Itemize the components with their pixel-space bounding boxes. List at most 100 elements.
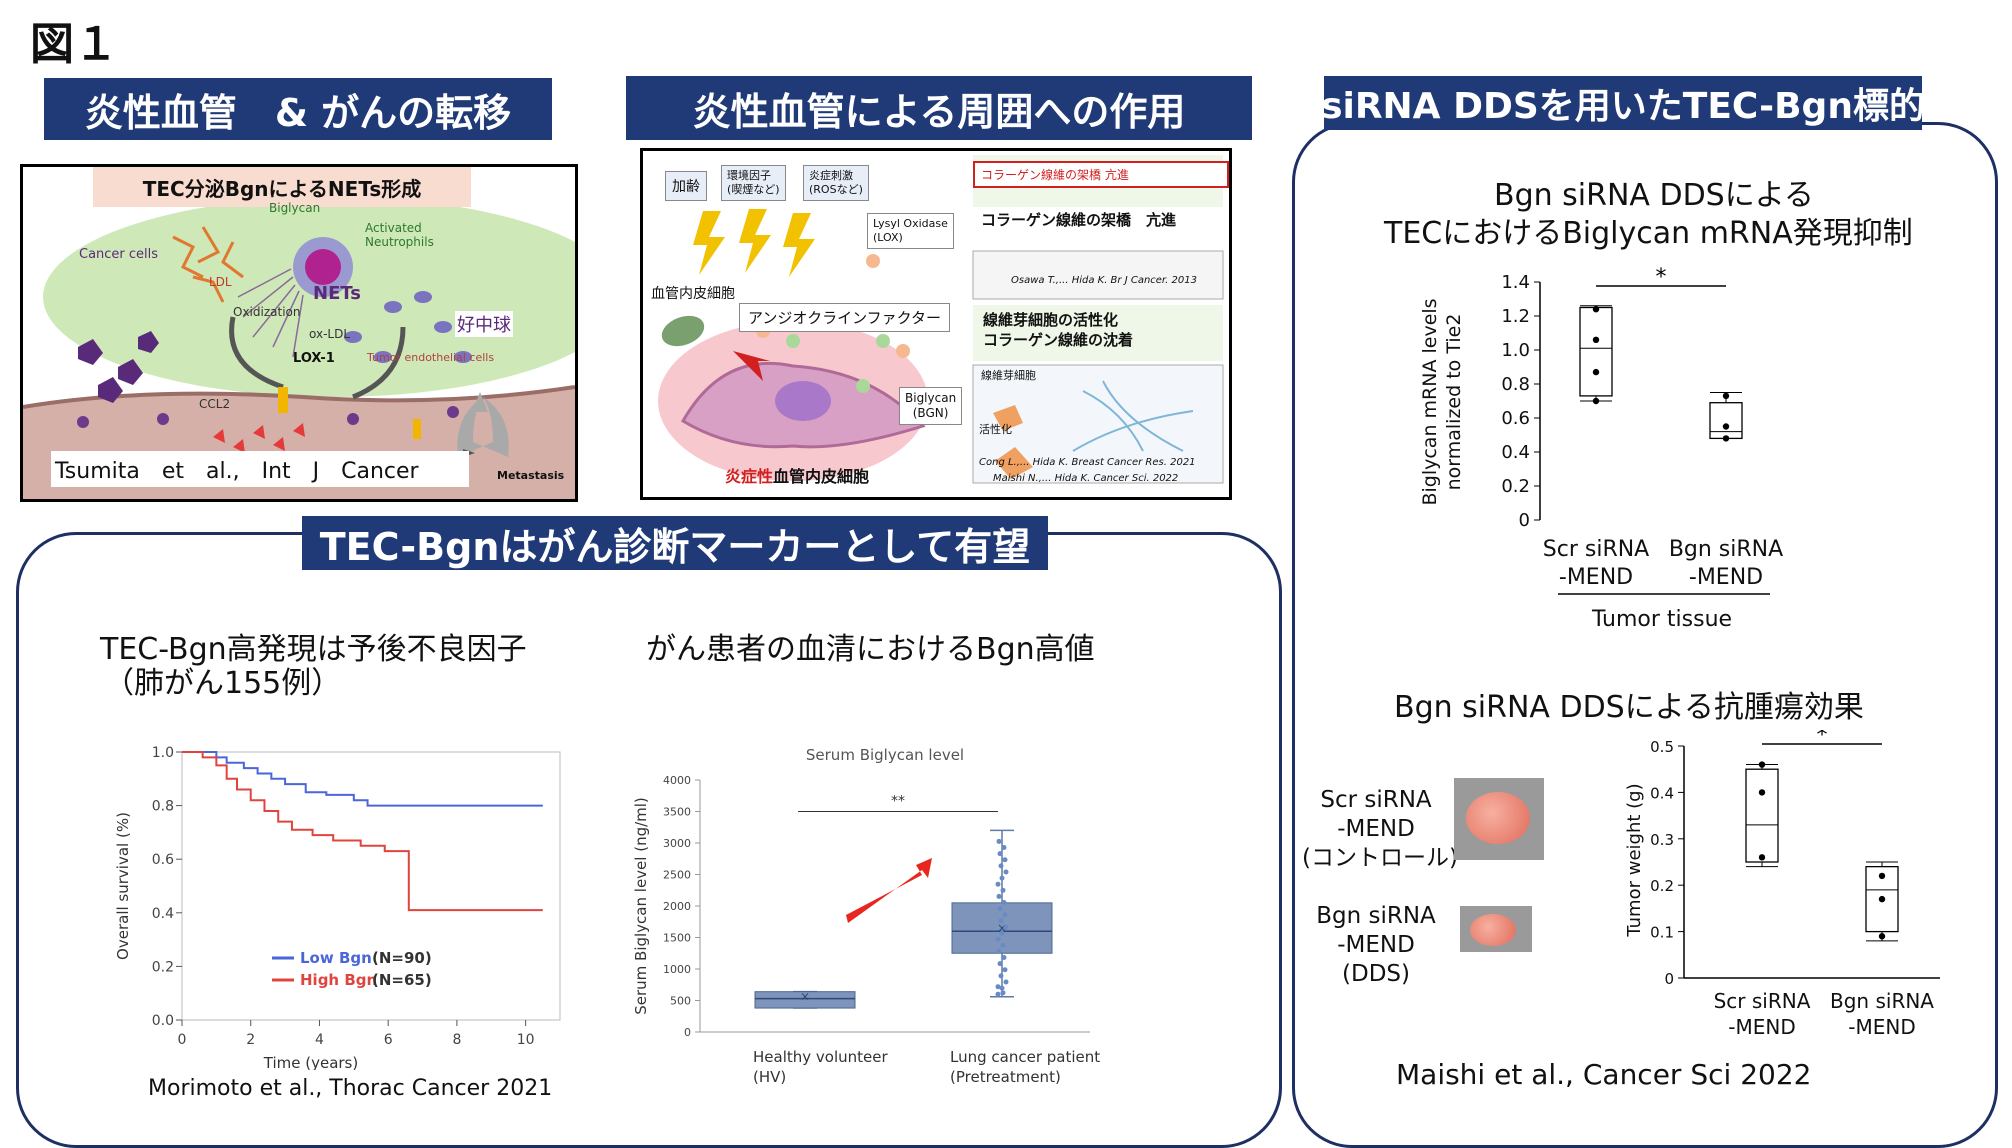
tumor-sig-label: * bbox=[1817, 730, 1828, 748]
km-x-tick-label: 6 bbox=[384, 1032, 393, 1048]
box-angiocrine-factor: アンジオクラインファクター bbox=[739, 303, 951, 332]
serum-data-point bbox=[1002, 967, 1008, 973]
mrna-y-tick-label: 1.2 bbox=[1501, 306, 1530, 327]
serum-data-point bbox=[995, 991, 1001, 997]
serum-mean-marker: × bbox=[997, 921, 1007, 935]
mrna-title-line2: TECにおけるBiglycan mRNA発現抑制 bbox=[1384, 216, 1913, 251]
km-y-axis-label: Overall survival (%) bbox=[114, 812, 132, 960]
ref-cong: Cong L.,... Hida K. Breast Cancer Res. 2… bbox=[979, 457, 1196, 468]
serum-data-point bbox=[997, 906, 1003, 912]
serum-data-point bbox=[995, 881, 1001, 887]
right-frame bbox=[1292, 122, 1998, 1148]
mrna-y-tick-label: 1.0 bbox=[1501, 340, 1530, 361]
label-activated-neutrophils: Activated Neutrophils bbox=[365, 221, 434, 249]
label-lox1: LOX-1 bbox=[293, 351, 335, 366]
tumor-data-point bbox=[1878, 933, 1886, 940]
ref-osawa: Osawa T.,... Hida K. Br J Cancer. 2013 bbox=[1011, 275, 1197, 286]
mrna-group-label: Tumor tissue bbox=[1591, 607, 1732, 632]
label-biglycan: Biglycan bbox=[269, 201, 321, 215]
serum-data-point bbox=[1000, 887, 1006, 893]
km-legend-n: (N=65) bbox=[372, 971, 432, 989]
serum-mean-marker: × bbox=[800, 990, 810, 1004]
serum-data-point bbox=[998, 973, 1004, 979]
tumor-bgn-mass bbox=[1470, 914, 1516, 946]
label-inflamed-ec: 炎症性血管内皮細胞 bbox=[725, 463, 869, 487]
mrna-box bbox=[1709, 402, 1743, 440]
photo-label-bgn: Bgn siRNA -MEND (DDS) bbox=[1302, 902, 1450, 989]
tumor-x-sublabel: -MEND bbox=[1728, 1015, 1795, 1039]
serum-data-point bbox=[1001, 845, 1007, 851]
mrna-y-tick-label: 0.4 bbox=[1501, 442, 1530, 463]
tumor-photo-scr bbox=[1454, 778, 1544, 860]
mrna-title-line1: Bgn siRNA DDSによる bbox=[1494, 178, 1814, 213]
mrna-x-sublabel: -MEND bbox=[1689, 565, 1763, 590]
label-activation: 活性化 bbox=[979, 423, 1012, 436]
banner-inflamed-vessel-effect: 炎性血管による周囲への作用 bbox=[626, 76, 1252, 140]
km-y-tick-label: 0.8 bbox=[152, 799, 174, 815]
panel-a-citation: Tsumita et al., Int J Cancer bbox=[51, 451, 469, 487]
mrna-data-point bbox=[1592, 397, 1600, 405]
label-inflamed-ec-black: 血管内皮細胞 bbox=[773, 467, 870, 486]
serum-y-tick-label: 2000 bbox=[663, 900, 691, 913]
km-x-tick-label: 4 bbox=[315, 1032, 324, 1048]
mrna-data-point bbox=[1722, 423, 1730, 430]
serum-y-tick-label: 2500 bbox=[663, 869, 691, 882]
tumor-y-tick-label: 0.2 bbox=[1650, 877, 1674, 895]
mrna-y-tick-label: 0.6 bbox=[1501, 408, 1530, 429]
box-biglycan: Biglycan (BGN) bbox=[899, 387, 963, 425]
label-metastasis: Metastasis bbox=[497, 469, 565, 482]
tumor-x-sublabel: -MEND bbox=[1848, 1015, 1915, 1039]
km-x-tick-label: 2 bbox=[246, 1032, 255, 1048]
serum-y-tick-label: 3500 bbox=[663, 806, 691, 819]
tumor-data-point bbox=[1758, 854, 1766, 861]
serum-y-tick-label: 3000 bbox=[663, 837, 691, 850]
serum-data-point bbox=[1002, 857, 1008, 863]
serum-data-point bbox=[1000, 990, 1006, 996]
label-collagen-crosslink: コラーゲン線維の架橋 亢進 bbox=[981, 211, 1177, 229]
km-legend-name: Low Bgn bbox=[300, 949, 372, 967]
mrna-y-tick-label: 0 bbox=[1519, 510, 1530, 531]
serum-y-axis-label: Serum Biglycan level (ng/ml) bbox=[632, 797, 650, 1015]
serum-data-point bbox=[1003, 979, 1009, 985]
serum-data-point bbox=[999, 930, 1005, 936]
panel-a-header: TEC分泌BgnによるNETs形成 bbox=[93, 167, 471, 207]
serum-data-point bbox=[997, 961, 1003, 967]
mrna-x-sublabel: -MEND bbox=[1559, 565, 1633, 590]
serum-heading: がん患者の血清におけるBgn高値 bbox=[646, 632, 1095, 667]
tumor-photo-bgn bbox=[1460, 906, 1532, 952]
mrna-data-point bbox=[1722, 435, 1730, 442]
mrna-data-point bbox=[1592, 306, 1600, 313]
serum-data-point bbox=[1002, 912, 1008, 918]
km-y-tick-label: 1.0 bbox=[152, 745, 174, 761]
serum-data-point bbox=[999, 875, 1005, 881]
serum-data-point bbox=[1001, 955, 1007, 961]
label-collagen-deposition: コラーゲン線維の沈着 bbox=[983, 331, 1134, 349]
bottom-frame bbox=[16, 532, 1282, 1148]
tumor-y-tick-label: 0.1 bbox=[1650, 924, 1674, 942]
mrna-y-axis-label-1: Biglycan mRNA levels bbox=[1419, 298, 1441, 505]
tumor-scr-mass bbox=[1466, 792, 1530, 844]
serum-data-point bbox=[998, 918, 1004, 924]
serum-data-point bbox=[999, 985, 1005, 991]
mrna-y-tick-label: 0.8 bbox=[1501, 374, 1530, 395]
tumor-x-label: Scr siRNA bbox=[1714, 989, 1811, 1013]
box-inflammation: 炎症刺激 (ROSなど) bbox=[803, 165, 869, 201]
km-series-line bbox=[182, 751, 543, 807]
mrna-y-axis-label-2: normalized to Tie2 bbox=[1443, 314, 1465, 491]
mrna-data-point bbox=[1592, 336, 1600, 343]
tumor-box bbox=[1745, 768, 1779, 863]
serum-data-point bbox=[995, 984, 1001, 990]
mrna-y-tick-label: 0.2 bbox=[1501, 476, 1530, 497]
label-endothelial-cell: 血管内皮細胞 bbox=[651, 286, 735, 302]
km-x-tick-label: 0 bbox=[178, 1032, 187, 1048]
serum-y-tick-label: 1500 bbox=[663, 932, 691, 945]
km-x-axis-label: Time (years) bbox=[263, 1054, 358, 1070]
serum-y-tick-label: 4000 bbox=[663, 774, 691, 787]
tumor-y-axis-label: Tumor weight (g) bbox=[1624, 783, 1645, 937]
km-legend-n: (N=90) bbox=[372, 949, 432, 967]
photo-label-scr-3: (コントロール) bbox=[1302, 845, 1458, 871]
box-collagen-up: コラーゲン線維の架橋 亢進 bbox=[973, 161, 1229, 188]
tumor-data-point bbox=[1878, 872, 1886, 880]
km-title-line1: TEC-Bgn高発現は予後不良因子 bbox=[100, 632, 527, 667]
